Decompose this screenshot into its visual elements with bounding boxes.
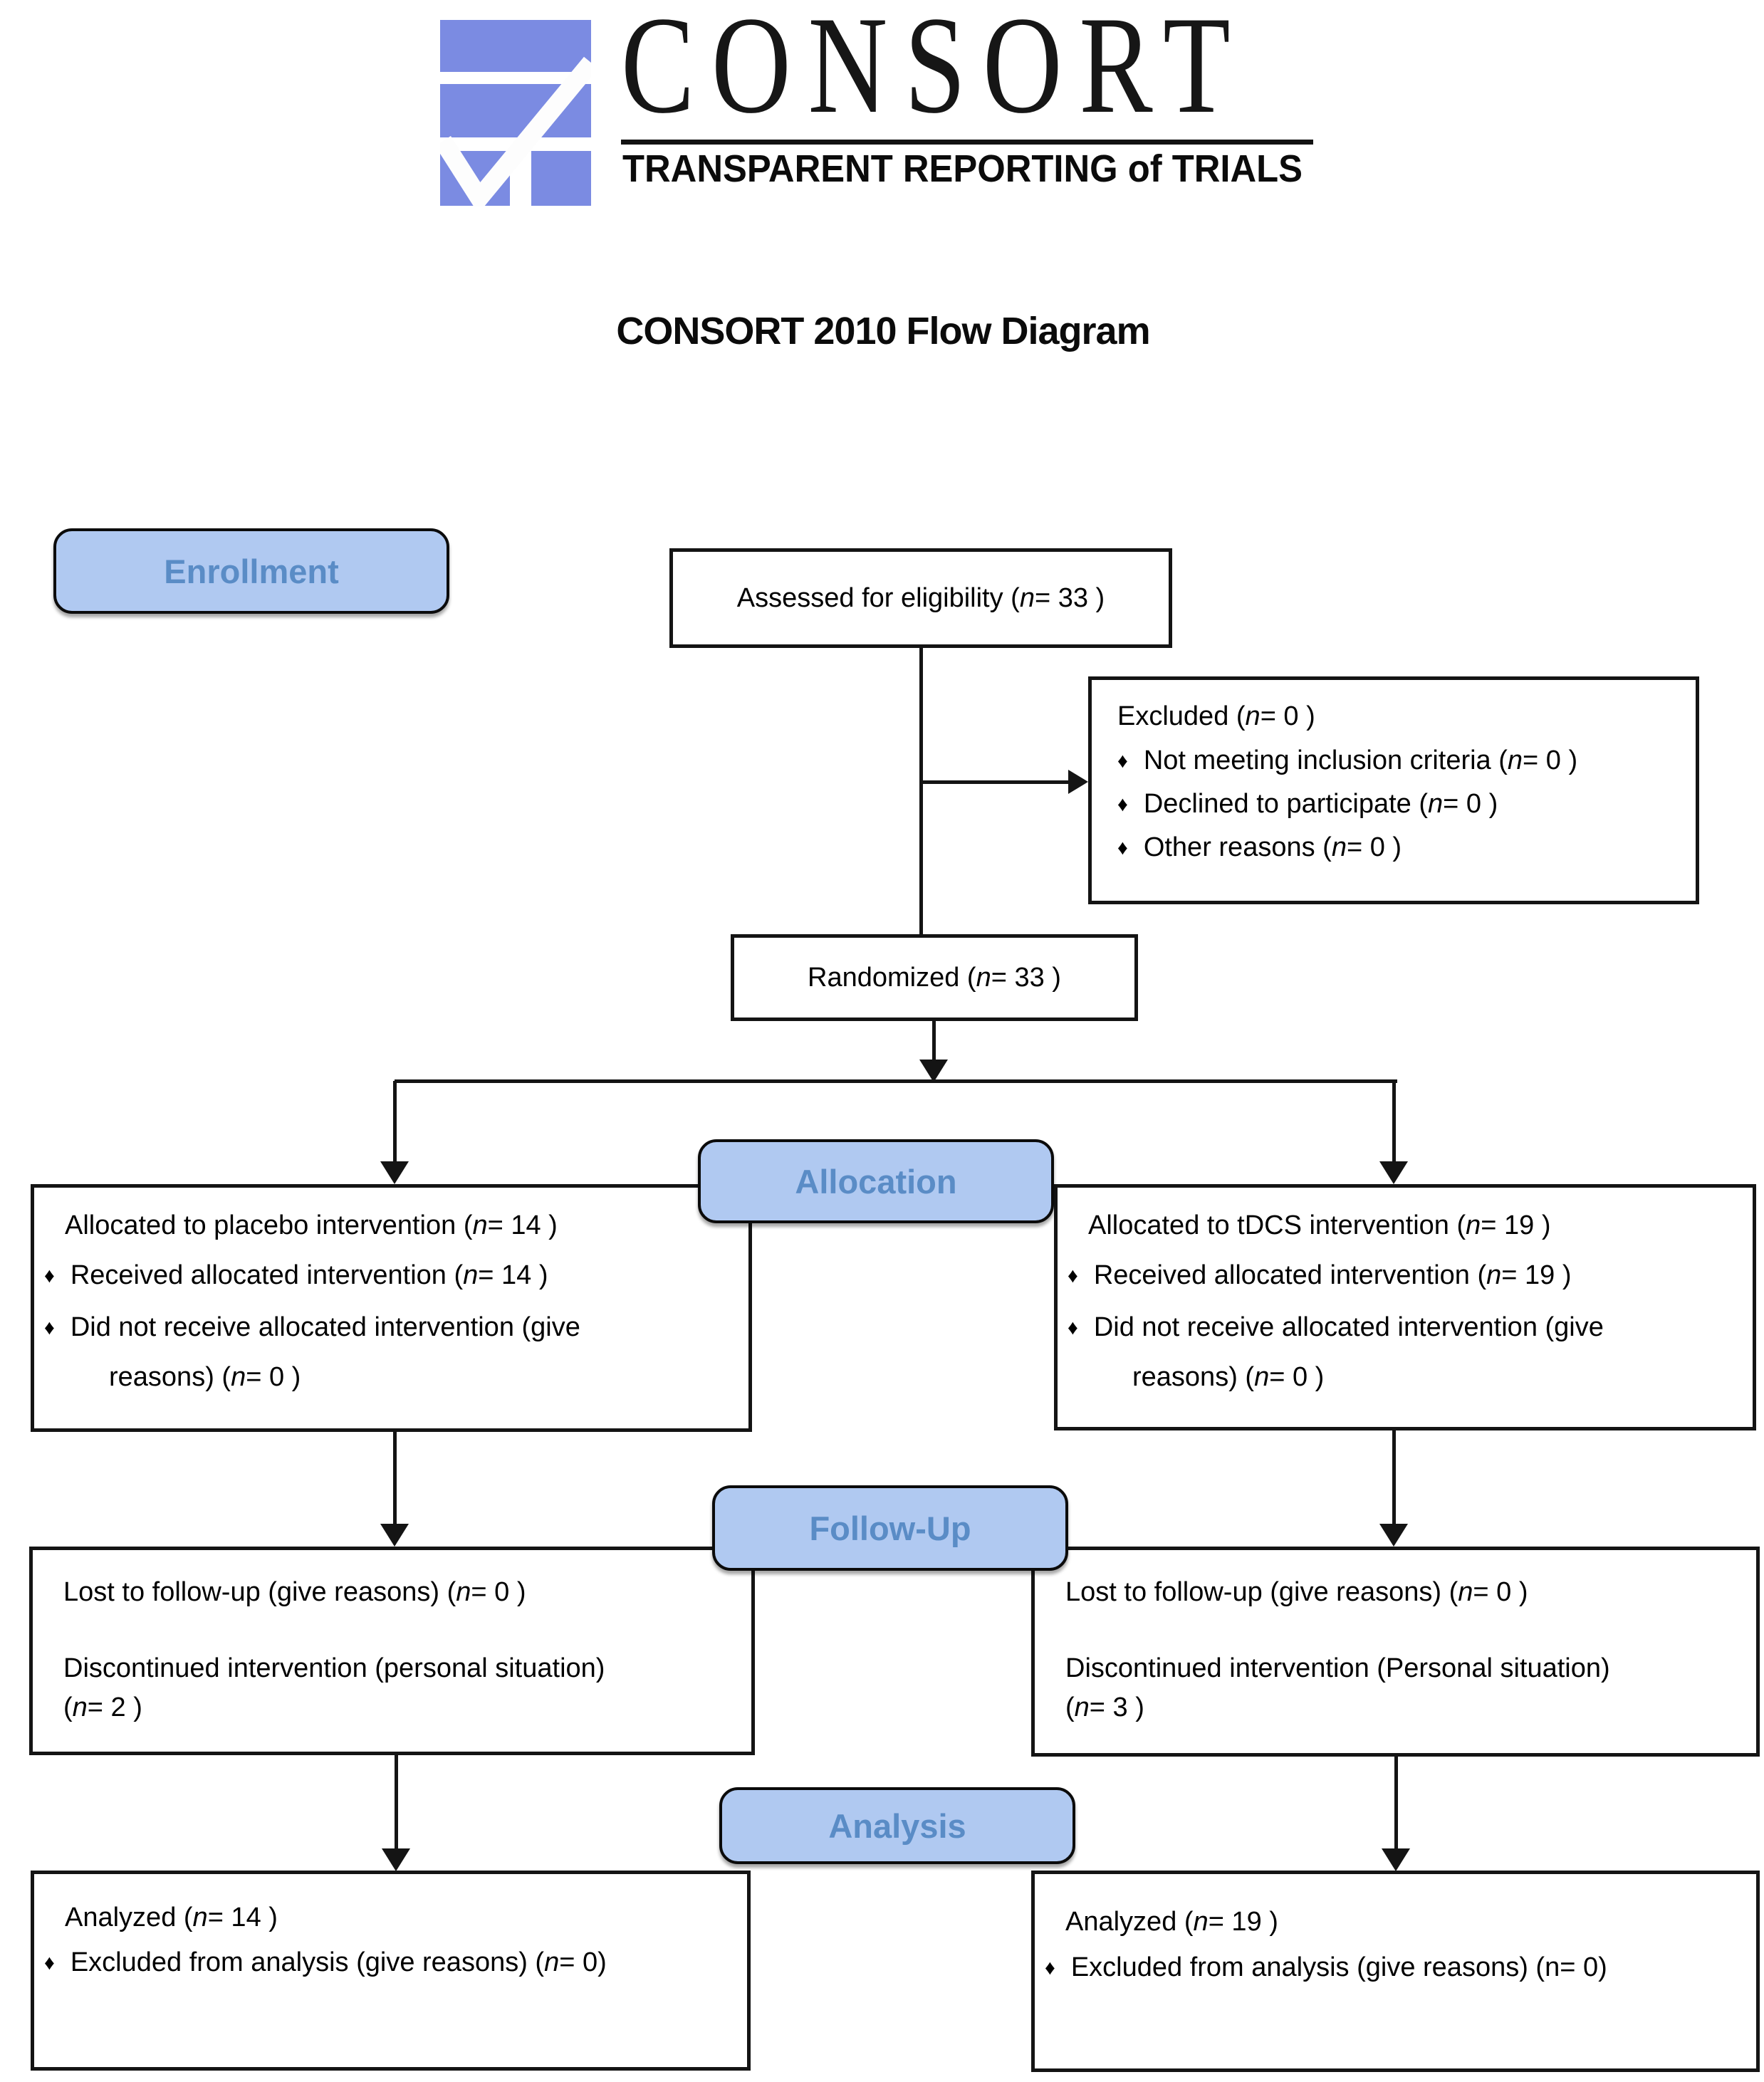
consort-underline — [621, 140, 1313, 145]
connector-randomized-split — [395, 1079, 1397, 1083]
allocated-placebo-item-text: Received allocated intervention (n= 14 ) — [70, 1260, 548, 1290]
followup-tdcs-discontinued: Discontinued intervention (Personal situ… — [1065, 1653, 1610, 1683]
bullet-icon: ♦ — [1045, 1957, 1055, 1979]
analyzed-placebo-item-text: Excluded from analysis (give reasons) (n… — [70, 1947, 607, 1977]
arrowhead-right-analysis — [1382, 1848, 1410, 1871]
connector-left-to-allocation — [393, 1081, 397, 1162]
stage-label-allocation-text: Allocation — [795, 1162, 957, 1200]
followup-placebo-box: Lost to follow-up (give reasons) (n= 0 )… — [29, 1547, 755, 1755]
allocated-placebo-item-text: Did not receive allocated intervention (… — [70, 1312, 580, 1342]
allocated-placebo-box: Allocated to placebo intervention (n= 14… — [31, 1184, 752, 1432]
excluded-item: ♦ Declined to participate (n= 0 ) — [1117, 789, 1498, 820]
followup-tdcs-lost: Lost to follow-up (give reasons) (n= 0 ) — [1065, 1577, 1528, 1607]
analyzed-placebo-title: Analyzed (n= 14 ) — [65, 1903, 278, 1932]
stage-label-enrollment-text: Enrollment — [164, 552, 339, 590]
bullet-icon: ♦ — [1117, 793, 1128, 816]
arrowhead-left-followup — [380, 1524, 409, 1547]
stage-label-enrollment: Enrollment — [53, 528, 449, 614]
bullet-icon: ♦ — [44, 1317, 55, 1339]
randomized-text: Randomized (n= 33 ) — [808, 962, 1061, 993]
allocated-placebo-title: Allocated to placebo intervention (n= 14… — [65, 1210, 558, 1240]
consort-wordmark: CONSORT — [621, 0, 1248, 142]
analyzed-tdcs-item: ♦ Excluded from analysis (give reasons) … — [1045, 1952, 1607, 1983]
randomized-box: Randomized (n= 33 ) — [731, 934, 1138, 1021]
followup-placebo-lost: Lost to follow-up (give reasons) (n= 0 ) — [63, 1577, 526, 1607]
excluded-item: ♦ Other reasons (n= 0 ) — [1117, 832, 1402, 863]
allocated-tdcs-continuation: reasons) (n= 0 ) — [1132, 1362, 1325, 1392]
excluded-item: ♦ Not meeting inclusion criteria (n= 0 ) — [1117, 746, 1577, 776]
excluded-box: Excluded (n= 0 ) ♦ Not meeting inclusion… — [1088, 676, 1699, 904]
analyzed-tdcs-item-text: Excluded from analysis (give reasons) (n… — [1070, 1952, 1607, 1982]
allocated-tdcs-item-text: Did not receive allocated intervention (… — [1093, 1312, 1604, 1342]
arrowhead-randomized-split — [919, 1060, 948, 1082]
arrowhead-left-allocation — [380, 1161, 409, 1184]
page-title: CONSORT 2010 Flow Diagram — [616, 310, 1150, 352]
bullet-icon: ♦ — [44, 1265, 55, 1287]
arrowhead-excluded — [1068, 770, 1088, 794]
arrowhead-right-allocation — [1379, 1161, 1408, 1184]
consort-tagline: TRANSPARENT REPORTING of TRIALS — [622, 147, 1303, 190]
allocated-placebo-item: ♦ Did not receive allocated intervention… — [44, 1312, 580, 1343]
stage-label-follow-up: Follow-Up — [712, 1485, 1068, 1571]
connector-right-to-analysis — [1394, 1756, 1398, 1849]
stage-label-analysis-text: Analysis — [828, 1806, 966, 1845]
assessed-text: Assessed for eligibility (n= 33 ) — [736, 582, 1105, 613]
followup-tdcs-n: (n= 3 ) — [1065, 1693, 1144, 1722]
connector-right-to-followup — [1392, 1430, 1396, 1524]
followup-placebo-n: (n= 2 ) — [63, 1693, 142, 1722]
analyzed-tdcs-box: Analyzed (n= 19 ) ♦ Excluded from analys… — [1031, 1871, 1760, 2072]
connector-left-to-followup — [393, 1431, 397, 1524]
excluded-title: Excluded (n= 0 ) — [1117, 701, 1315, 731]
analyzed-placebo-item: ♦ Excluded from analysis (give reasons) … — [44, 1947, 607, 1978]
connector-right-to-allocation — [1392, 1081, 1396, 1162]
followup-tdcs-box: Lost to follow-up (give reasons) (n= 0 )… — [1031, 1547, 1760, 1757]
bullet-icon: ♦ — [1117, 837, 1128, 859]
connector-assessed-to-randomized — [919, 647, 923, 936]
analyzed-placebo-box: Analyzed (n= 14 ) ♦ Excluded from analys… — [31, 1871, 751, 2071]
allocated-placebo-continuation: reasons) (n= 0 ) — [109, 1362, 301, 1392]
arrowhead-left-analysis — [382, 1848, 410, 1871]
followup-placebo-discontinued: Discontinued intervention (personal situ… — [63, 1653, 605, 1683]
allocated-tdcs-item: ♦ Received allocated intervention (n= 19… — [1068, 1260, 1572, 1291]
connector-branch-to-excluded — [919, 780, 1073, 784]
analyzed-tdcs-title: Analyzed (n= 19 ) — [1065, 1907, 1278, 1937]
excluded-item-text: Declined to participate (n= 0 ) — [1143, 789, 1498, 819]
connector-randomized-down — [932, 1020, 936, 1074]
assessed-box: Assessed for eligibility (n= 33 ) — [669, 548, 1172, 648]
bullet-icon: ♦ — [1068, 1265, 1078, 1287]
allocated-tdcs-box: Allocated to tDCS intervention (n= 19 ) … — [1054, 1184, 1756, 1430]
allocated-placebo-item: ♦ Received allocated intervention (n= 14… — [44, 1260, 548, 1291]
stage-label-follow-up-text: Follow-Up — [809, 1509, 971, 1547]
bullet-icon: ♦ — [1068, 1317, 1078, 1339]
arrowhead-right-followup — [1379, 1524, 1408, 1547]
checklist-checkmark-icon — [435, 20, 599, 214]
allocated-tdcs-item-text: Received allocated intervention (n= 19 ) — [1093, 1260, 1572, 1290]
consort-logo-mark — [435, 19, 599, 214]
excluded-item-text: Not meeting inclusion criteria (n= 0 ) — [1143, 746, 1578, 775]
stage-label-analysis: Analysis — [719, 1787, 1075, 1864]
connector-left-to-analysis — [395, 1754, 398, 1849]
allocated-tdcs-item: ♦ Did not receive allocated intervention… — [1068, 1312, 1604, 1343]
excluded-item-text: Other reasons (n= 0 ) — [1143, 832, 1402, 862]
stage-label-allocation: Allocation — [698, 1139, 1054, 1223]
bullet-icon: ♦ — [1117, 750, 1128, 773]
allocated-tdcs-title: Allocated to tDCS intervention (n= 19 ) — [1088, 1210, 1551, 1240]
bullet-icon: ♦ — [44, 1952, 55, 1974]
